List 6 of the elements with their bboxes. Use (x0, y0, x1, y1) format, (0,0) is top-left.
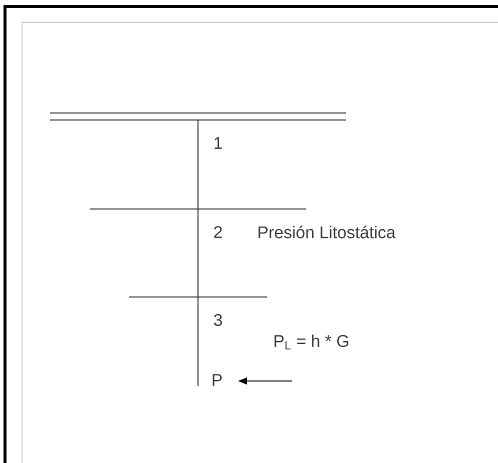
annotation-text: Presión Litostática (258, 226, 396, 238)
layer-number: 1 (214, 137, 222, 149)
point-label: P (212, 374, 222, 386)
layer-number: 3 (214, 314, 222, 326)
layer-number: 2 (214, 226, 222, 238)
formula-text: P$_{L}$ = h * G (274, 334, 348, 350)
